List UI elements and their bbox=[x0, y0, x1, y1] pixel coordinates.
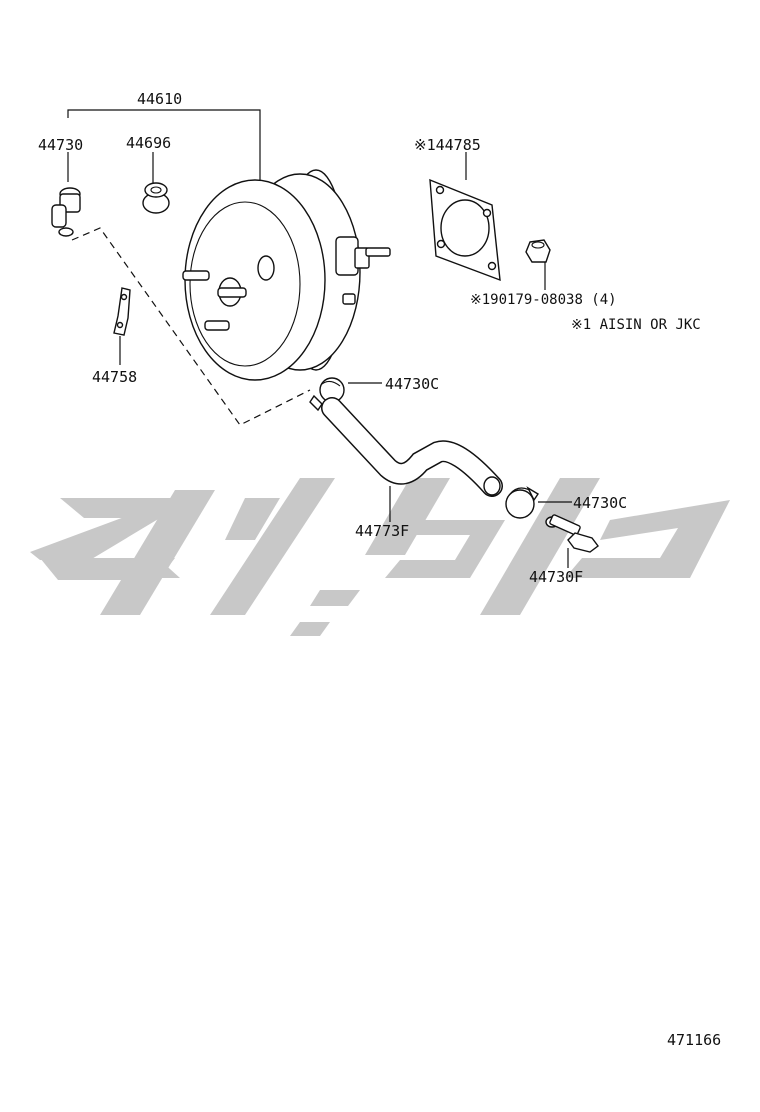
vacuum-line-dashed bbox=[71, 227, 311, 426]
label-maker-note: ※1 AISIN OR JKC bbox=[571, 317, 701, 333]
clip-upper-illustration bbox=[309, 377, 345, 412]
union-illustration bbox=[545, 514, 599, 553]
gasket-illustration bbox=[429, 178, 501, 282]
label-bracket: 44758 bbox=[92, 368, 137, 386]
watermark-logo bbox=[30, 478, 730, 636]
label-union: 44730F bbox=[529, 568, 583, 586]
label-check-valve: 44730 bbox=[38, 136, 83, 154]
label-gasket: ※144785 bbox=[414, 136, 481, 154]
nut-illustration bbox=[525, 239, 551, 263]
leader-lines bbox=[67, 109, 572, 568]
grommet-illustration bbox=[142, 182, 170, 214]
label-clip-upper: 44730C bbox=[385, 375, 439, 393]
label-vacuum-hose: 44773F bbox=[355, 522, 409, 540]
label-nut: ※190179-08038 (4) bbox=[470, 292, 617, 308]
illustration-number: 471166 bbox=[667, 1031, 721, 1049]
clip-lower-illustration bbox=[505, 486, 539, 519]
check-valve-illustration bbox=[51, 187, 81, 237]
brake-booster-illustration bbox=[182, 169, 391, 381]
vacuum-hose-illustration bbox=[321, 397, 503, 497]
bracket-illustration bbox=[113, 287, 131, 336]
label-booster-assembly: 44610 bbox=[137, 90, 182, 108]
label-clip-lower: 44730C bbox=[573, 494, 627, 512]
label-grommet: 44696 bbox=[126, 134, 171, 152]
